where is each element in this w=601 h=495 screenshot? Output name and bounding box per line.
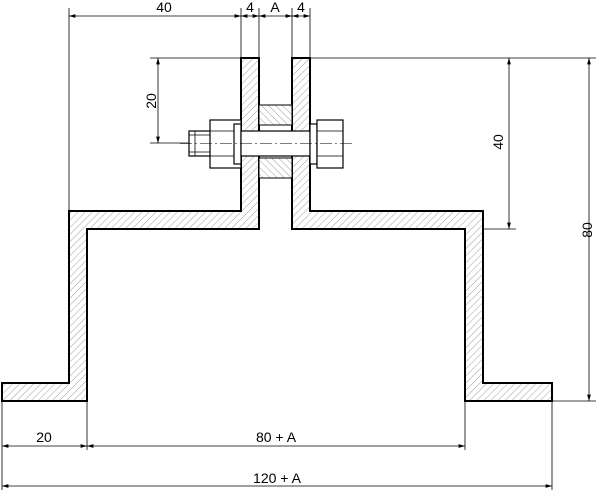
dim-right-inner-height: 40 [490,134,506,150]
extension-lines [1,8,596,490]
bolt-assembly [180,119,352,169]
dim-bolt-height: 20 [143,93,159,109]
spacer-bottom [258,157,293,179]
right-profile [291,57,553,402]
dim-wall-thickness-right: 4 [297,0,305,15]
dim-bottom-total-width: 120 + A [253,470,302,486]
dim-total-height: 80 [579,222,595,238]
spacer-top [258,104,293,126]
left-profile [1,57,260,402]
dim-bottom-flange: 20 [36,429,52,445]
dim-wall-thickness-left: 4 [246,0,254,15]
dim-gap: A [270,0,280,15]
dim-bottom-inner-width: 80 + A [256,429,297,445]
dimension-lines [1,14,591,488]
dim-top-left-width: 40 [156,0,172,15]
